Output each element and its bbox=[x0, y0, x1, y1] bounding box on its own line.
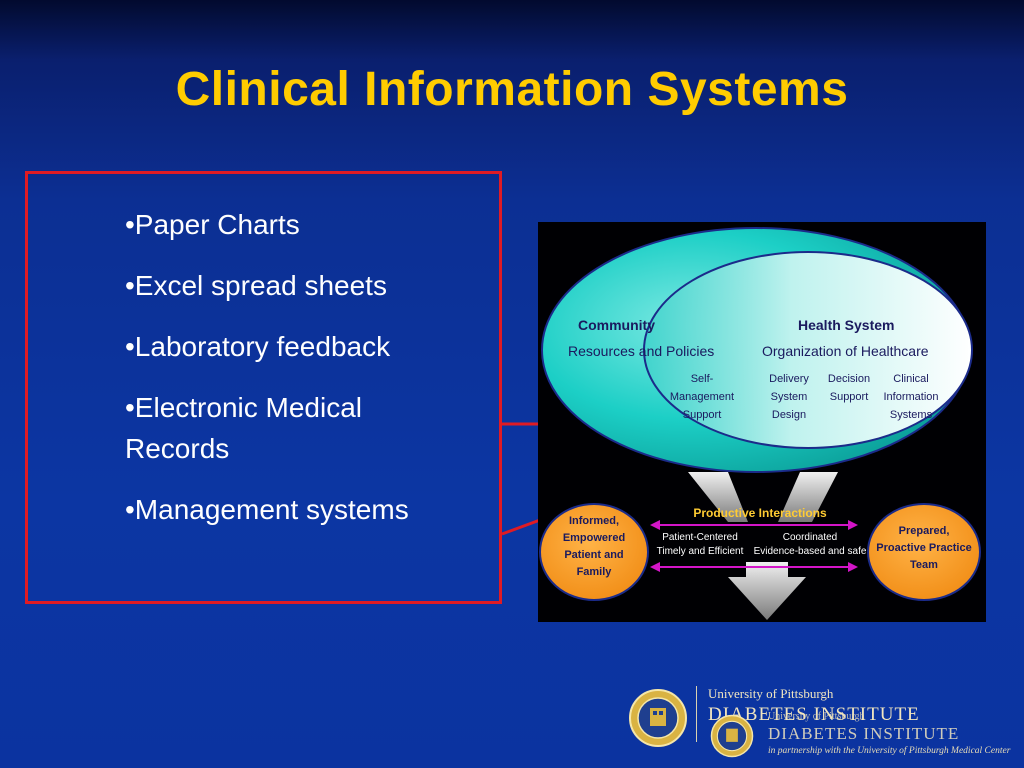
left-arrow-icon bbox=[688, 472, 748, 522]
community-sub-label: Resources and Policies bbox=[568, 343, 714, 359]
component-self-management: Self- Management Support bbox=[670, 373, 734, 421]
productive-interactions-label: Productive Interactions bbox=[693, 506, 827, 520]
health-system-ellipse bbox=[643, 251, 973, 449]
down-arrow-icon bbox=[728, 562, 806, 620]
logo-institute-name: DIABETES INSTITUTE bbox=[708, 704, 920, 725]
health-system-label: Health System bbox=[798, 317, 894, 333]
svg-text:Prepared,: Prepared, bbox=[899, 525, 950, 537]
bullet-box: •Paper Charts •Excel spread sheets •Labo… bbox=[25, 171, 502, 604]
university-logo: University of Pittsburgh DIABETES INSTIT… bbox=[628, 684, 1024, 768]
team-oval bbox=[867, 503, 981, 601]
svg-text:Family: Family bbox=[577, 566, 613, 578]
community-label: Community bbox=[578, 317, 655, 333]
team-label: Prepared, Proactive Practice Team bbox=[876, 525, 971, 571]
bullet-paper-charts: •Paper Charts bbox=[125, 209, 300, 240]
interaction-right-label: Coordinated Evidence-based and safe bbox=[754, 532, 867, 557]
svg-text:Evidence-based and safe: Evidence-based and safe bbox=[754, 546, 867, 557]
chronic-care-model-diagram: Community Resources and Policies Health … bbox=[539, 227, 981, 620]
interaction-left-label: Patient-Centered Timely and Efficient bbox=[657, 532, 744, 557]
svg-text:Decision: Decision bbox=[828, 373, 870, 385]
component-clinical-info: Clinical Information Systems bbox=[883, 373, 938, 421]
svg-text:Proactive Practice: Proactive Practice bbox=[876, 542, 971, 554]
bullet-list: •Paper Charts •Excel spread sheets •Labo… bbox=[125, 204, 465, 550]
health-system-sub-label: Organization of Healthcare bbox=[762, 343, 929, 359]
logo-partner-text: in partnership with the University of Pi… bbox=[768, 746, 1011, 756]
svg-text:Delivery: Delivery bbox=[769, 373, 809, 385]
component-decision-support: Decision Support bbox=[828, 373, 870, 403]
svg-text:Support: Support bbox=[830, 391, 869, 403]
bullet-management: •Management systems bbox=[125, 494, 409, 525]
svg-text:Empowered: Empowered bbox=[563, 532, 625, 544]
interaction-arrow-top bbox=[650, 520, 858, 530]
patient-label: Informed, Empowered Patient and Family bbox=[563, 515, 625, 578]
svg-text:Information: Information bbox=[883, 391, 938, 403]
svg-text:Patient and: Patient and bbox=[564, 549, 623, 561]
svg-text:Support: Support bbox=[683, 409, 722, 421]
svg-text:System: System bbox=[771, 391, 808, 403]
patient-oval bbox=[539, 503, 649, 601]
component-delivery-system: Delivery System Design bbox=[769, 373, 809, 421]
svg-text:Systems: Systems bbox=[890, 409, 933, 421]
svg-text:Self-: Self- bbox=[691, 373, 714, 385]
bullet-excel: •Excel spread sheets bbox=[125, 270, 387, 301]
university-seal-icon bbox=[629, 689, 687, 747]
svg-text:Patient-Centered: Patient-Centered bbox=[662, 532, 738, 543]
slide-title: Clinical Information Systems bbox=[175, 63, 849, 116]
chronic-care-model-image: Community Resources and Policies Health … bbox=[538, 222, 986, 622]
svg-text:Timely and Efficient: Timely and Efficient bbox=[657, 546, 744, 557]
logo-separator bbox=[696, 686, 697, 742]
bullet-lab-feedback: •Laboratory feedback bbox=[125, 331, 391, 362]
logo-university-echo: University of Pittsburgh bbox=[768, 711, 865, 722]
university-seal-echo-icon bbox=[710, 714, 754, 758]
svg-text:Management: Management bbox=[670, 391, 734, 403]
svg-text:Informed,: Informed, bbox=[569, 515, 619, 527]
svg-text:Team: Team bbox=[910, 559, 938, 571]
bullet-emr: •Electronic Medical Records bbox=[125, 392, 363, 464]
right-arrow-icon bbox=[778, 472, 838, 522]
svg-text:Coordinated: Coordinated bbox=[783, 532, 837, 543]
svg-text:Design: Design bbox=[772, 409, 806, 421]
logo-university-name: University of Pittsburgh bbox=[708, 686, 834, 701]
interaction-arrow-bottom bbox=[650, 562, 858, 572]
svg-text:Clinical: Clinical bbox=[893, 373, 928, 385]
logo-institute-echo: DIABETES INSTITUTE bbox=[768, 724, 960, 743]
